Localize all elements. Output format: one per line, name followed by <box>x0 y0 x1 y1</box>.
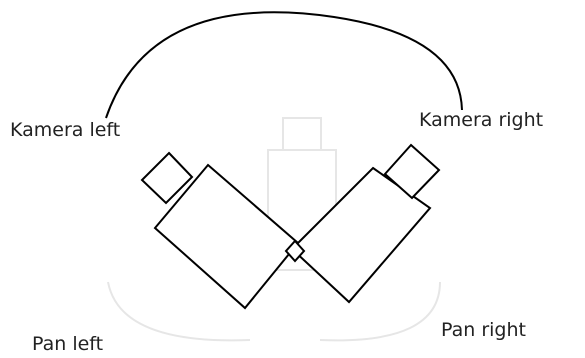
tilt-arc <box>106 12 462 118</box>
base-top-block <box>283 118 321 150</box>
left-camera <box>142 153 298 308</box>
pan-left-label: Pan left <box>32 335 103 354</box>
right-camera <box>292 145 439 302</box>
kamera-left-label: Kamera left <box>10 121 120 140</box>
kamera-right-label: Kamera right <box>419 111 543 130</box>
pan-right-label: Pan right <box>441 321 526 340</box>
